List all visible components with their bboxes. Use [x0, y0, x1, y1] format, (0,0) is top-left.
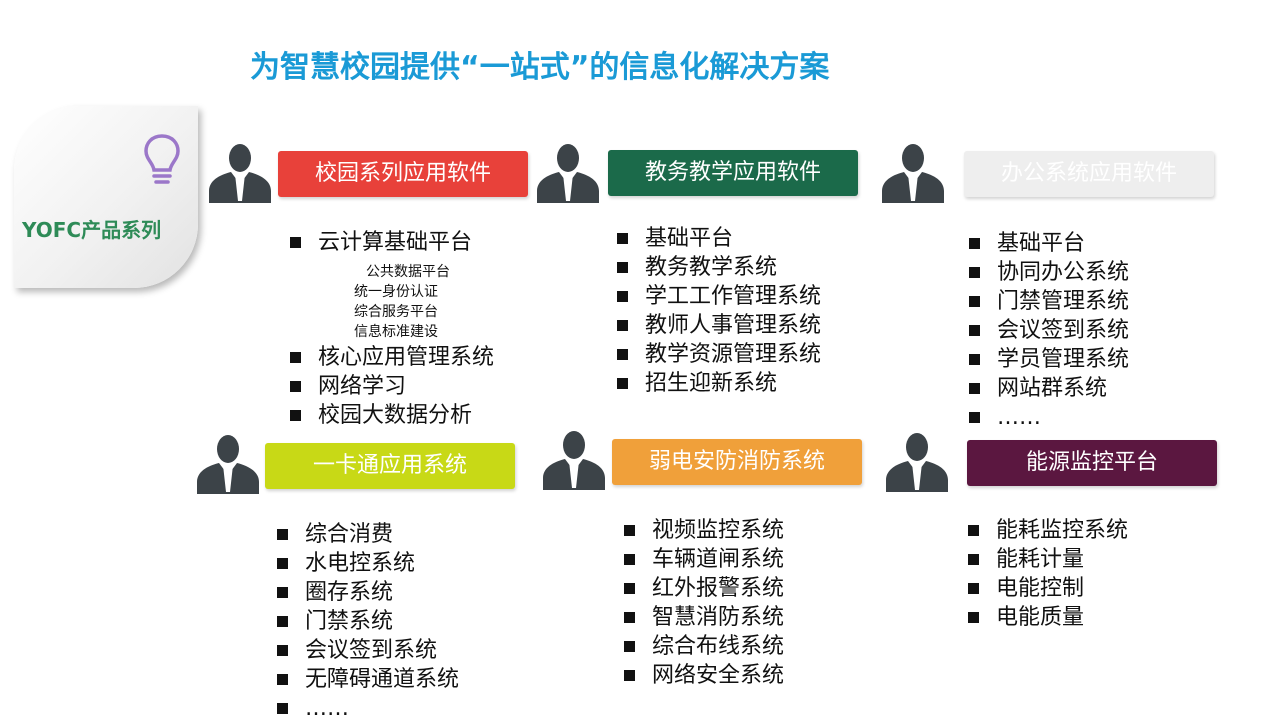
list-item: 核心应用管理系统 — [288, 343, 494, 372]
person-icon — [209, 144, 271, 203]
list-item: 综合消费 — [275, 520, 459, 549]
campus-list-bottom: 核心应用管理系统 网络学习 校园大数据分析 — [288, 343, 494, 430]
list-item: 红外报警系统 — [622, 574, 784, 603]
badge-label: YOFC产品系列 — [22, 218, 162, 242]
list-item: 电能质量 — [966, 603, 1128, 632]
list-item: 教务教学系统 — [615, 253, 821, 282]
list-item: 无障碍通道系统 — [275, 665, 459, 694]
list-item: 门禁管理系统 — [967, 287, 1129, 316]
list-item: 门禁系统 — [275, 607, 459, 636]
list-item: 基础平台 — [615, 224, 821, 253]
list-item: 云计算基础平台 — [288, 228, 472, 257]
office-list: 基础平台 协同办公系统 门禁管理系统 会议签到系统 学员管理系统 网站群系统 …… — [967, 229, 1129, 432]
list-item: 会议签到系统 — [275, 636, 459, 665]
category-teaching-header: 教务教学应用软件 — [608, 150, 858, 196]
person-icon — [543, 431, 605, 490]
list-item: 视频监控系统 — [622, 516, 784, 545]
list-item: 基础平台 — [967, 229, 1129, 258]
sub-item: 信息标准建设 — [354, 324, 438, 340]
list-item: 学工工作管理系统 — [615, 282, 821, 311]
person-icon — [886, 433, 948, 492]
list-item: …… — [967, 403, 1129, 432]
person-icon — [882, 144, 944, 203]
product-series-badge: YOFC产品系列 — [14, 106, 198, 288]
list-item: 电能控制 — [966, 574, 1128, 603]
list-item: 招生迎新系统 — [615, 369, 821, 398]
list-item: 会议签到系统 — [967, 316, 1129, 345]
lightbulb-icon — [144, 134, 180, 184]
list-item: 能耗监控系统 — [966, 516, 1128, 545]
list-item: 能耗计量 — [966, 545, 1128, 574]
page-title: 为智慧校园提供“一站式”的信息化解决方案 — [250, 50, 830, 85]
card-list: 综合消费 水电控系统 圈存系统 门禁系统 会议签到系统 无障碍通道系统 …… — [275, 520, 459, 723]
list-item: 智慧消防系统 — [622, 603, 784, 632]
list-item: 车辆道闸系统 — [622, 545, 784, 574]
person-icon — [197, 435, 259, 494]
category-office-header: 办公系统应用软件 — [964, 151, 1214, 197]
campus-sub-list: 公共数据平台 统一身份认证 综合服务平台 信息标准建设 — [354, 262, 450, 342]
sub-item: 统一身份认证 — [354, 284, 438, 300]
security-list: 视频监控系统 车辆道闸系统 红外报警系统 智慧消防系统 综合布线系统 网络安全系… — [622, 516, 784, 690]
person-icon — [537, 144, 599, 203]
list-item: 水电控系统 — [275, 549, 459, 578]
list-item: 校园大数据分析 — [288, 401, 494, 430]
list-item: 学员管理系统 — [967, 345, 1129, 374]
list-item: 圈存系统 — [275, 578, 459, 607]
list-item: 网络学习 — [288, 372, 494, 401]
list-item: 综合布线系统 — [622, 632, 784, 661]
energy-list: 能耗监控系统 能耗计量 电能控制 电能质量 — [966, 516, 1128, 632]
category-card-header: 一卡通应用系统 — [265, 443, 515, 489]
list-item: 协同办公系统 — [967, 258, 1129, 287]
list-item: 教师人事管理系统 — [615, 311, 821, 340]
list-item: 教学资源管理系统 — [615, 340, 821, 369]
list-item: 网站群系统 — [967, 374, 1129, 403]
category-campus-header: 校园系列应用软件 — [278, 151, 528, 197]
teaching-list: 基础平台 教务教学系统 学工工作管理系统 教师人事管理系统 教学资源管理系统 招… — [615, 224, 821, 398]
list-item: 网络安全系统 — [622, 661, 784, 690]
sub-item: 综合服务平台 — [354, 304, 438, 320]
campus-list-top: 云计算基础平台 — [288, 228, 472, 257]
sub-item: 公共数据平台 — [366, 264, 450, 280]
category-energy-header: 能源监控平台 — [967, 440, 1217, 486]
category-security-header: 弱电安防消防系统 — [612, 439, 862, 485]
list-item: …… — [275, 694, 459, 723]
